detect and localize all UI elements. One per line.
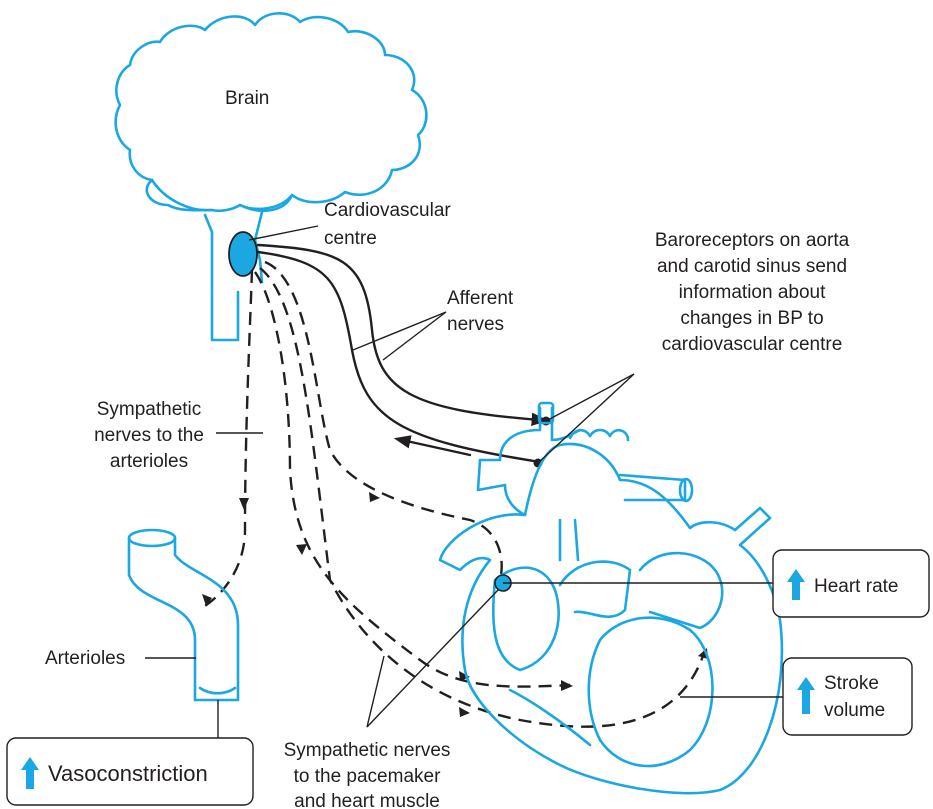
brain-label: Brain: [225, 88, 269, 109]
sympathetic-pacemaker-label: Sympathetic nerves to the pacemaker and …: [284, 740, 451, 809]
svg-text:Sympathetic nerves: Sympathetic nerves: [284, 740, 451, 761]
svg-text:Stroke: Stroke: [824, 673, 879, 694]
svg-text:to the pacemaker: to the pacemaker: [294, 766, 441, 787]
svg-text:cardiovascular centre: cardiovascular centre: [662, 334, 843, 355]
svg-text:nerves to the: nerves to the: [94, 425, 204, 446]
afferent-nerve-paths: [258, 245, 551, 468]
cardiovascular-centre-label: Cardiovascular centre: [324, 200, 451, 249]
svg-text:Baroreceptors on aorta: Baroreceptors on aorta: [655, 230, 850, 251]
baroreceptors-label: Baroreceptors on aorta and carotid sinus…: [655, 230, 850, 355]
svg-text:arterioles: arterioles: [110, 451, 188, 472]
svg-text:information about: information about: [679, 282, 827, 303]
svg-text:and carotid sinus send: and carotid sinus send: [657, 256, 847, 277]
arteriole-illustration: [129, 530, 238, 700]
svg-text:Vasoconstriction: Vasoconstriction: [48, 761, 208, 786]
afferent-nerves-label: Afferent nerves: [447, 288, 514, 335]
sympathetic-arterioles-label: Sympathetic nerves to the arterioles: [94, 399, 204, 472]
brain-illustration: [116, 13, 427, 340]
svg-text:centre: centre: [324, 228, 377, 249]
stroke-volume-box: Stroke volume: [783, 658, 912, 735]
svg-text:and heart muscle: and heart muscle: [294, 791, 440, 809]
heart-illustration: [440, 403, 782, 793]
svg-text:Cardiovascular: Cardiovascular: [324, 200, 451, 221]
heart-rate-box: Heart rate: [773, 550, 929, 617]
vasoconstriction-box: Vasoconstriction: [7, 738, 253, 805]
svg-text:Heart rate: Heart rate: [814, 576, 898, 597]
svg-text:Afferent: Afferent: [447, 288, 514, 309]
arterioles-label: Arterioles: [45, 648, 125, 669]
svg-text:volume: volume: [824, 700, 885, 721]
svg-text:nerves: nerves: [447, 314, 504, 335]
svg-text:changes in BP to: changes in BP to: [680, 308, 823, 329]
svg-text:Sympathetic: Sympathetic: [97, 399, 202, 420]
